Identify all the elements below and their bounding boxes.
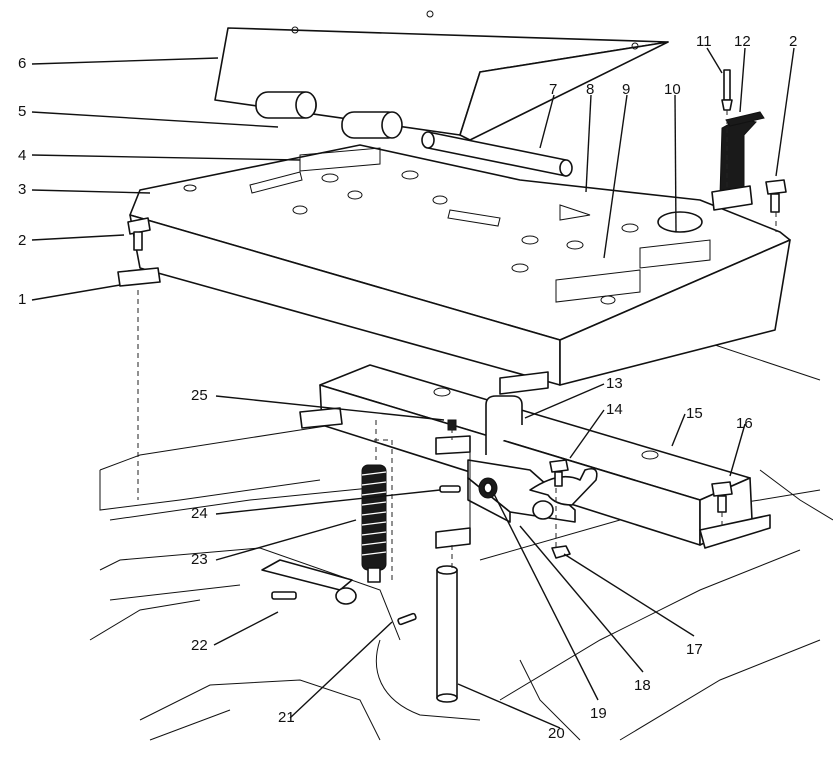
callout-25: 25 — [191, 387, 208, 404]
callout-10: 10 — [664, 81, 681, 98]
rod — [421, 131, 573, 177]
u-bolt — [485, 395, 523, 455]
bushings — [255, 91, 403, 139]
callout-17: 17 — [686, 641, 703, 658]
leader-lines — [31, 47, 795, 729]
seat-plate — [117, 144, 791, 395]
callout-12: 12 — [734, 33, 751, 50]
callout-18: 18 — [634, 677, 651, 694]
switch — [711, 69, 765, 211]
spring — [361, 464, 387, 583]
shaft — [436, 565, 458, 703]
bolt-right — [765, 179, 787, 213]
assembly-lines — [137, 110, 777, 580]
pin-21 — [397, 612, 417, 626]
callout-16: 16 — [736, 415, 753, 432]
callout-5: 5 — [18, 103, 26, 120]
bolt-14 — [549, 459, 569, 487]
top-cover — [214, 10, 669, 141]
callout-8: 8 — [586, 81, 594, 98]
callout-15: 15 — [686, 405, 703, 422]
callout-21: 21 — [278, 709, 295, 726]
callout-6: 6 — [18, 55, 26, 72]
callout-4: 4 — [18, 147, 26, 164]
bolt-left — [127, 217, 151, 251]
pin-24 — [439, 485, 461, 493]
callout-2b: 2 — [789, 33, 797, 50]
callout-1: 1 — [18, 291, 26, 308]
callout-14: 14 — [606, 401, 623, 418]
callout-23: 23 — [191, 551, 208, 568]
callout-3: 3 — [18, 181, 26, 198]
pin-22 — [261, 559, 357, 605]
latch-assembly — [467, 459, 598, 523]
bolt-16 — [711, 481, 733, 513]
callout-2: 2 — [18, 232, 26, 249]
callout-11: 11 — [696, 33, 712, 50]
callout-13: 13 — [606, 375, 623, 392]
spring-plate-lower — [435, 452, 471, 549]
callout-7: 7 — [549, 81, 557, 98]
callout-24: 24 — [191, 505, 208, 522]
callout-19: 19 — [590, 705, 607, 722]
hinge-bracket — [299, 364, 771, 549]
callout-22: 22 — [191, 637, 208, 654]
callout-9: 9 — [622, 81, 630, 98]
callout-20: 20 — [548, 725, 565, 742]
